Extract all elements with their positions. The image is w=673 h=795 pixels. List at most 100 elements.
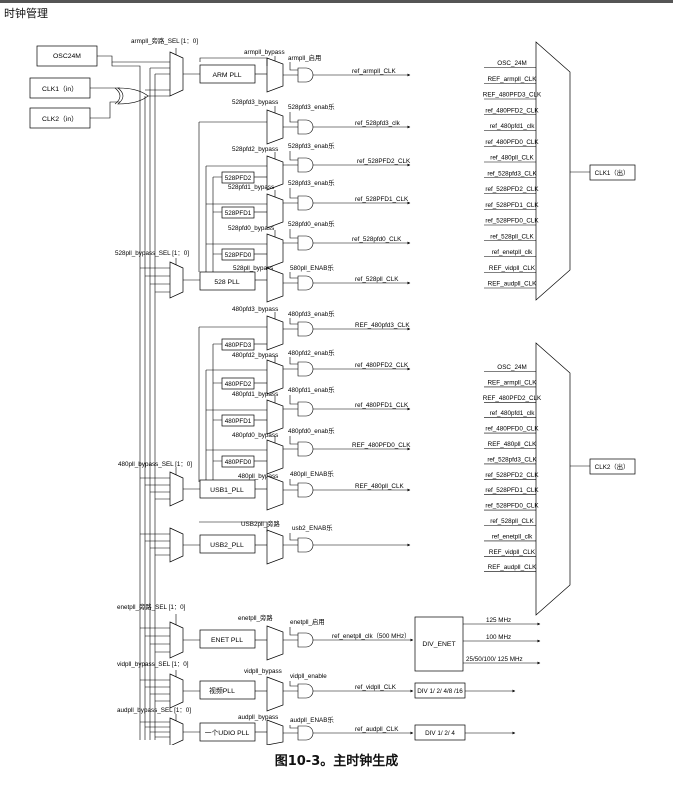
pfd528-row-0: 528pfd0_bypass 528pfd0_enab乐 ref_528pfd0… <box>221 219 411 269</box>
mux2-input-2: REF_480PFD2_CLK <box>483 395 542 402</box>
528pll-clk-label: ref_528pll_CLK <box>355 276 399 283</box>
usb2pll-sel-mux <box>169 527 184 563</box>
div-enet-out-100: 100 MHz <box>486 634 511 641</box>
div-enet-out-125: 125 MHz <box>486 617 511 624</box>
audpll-bypass-mux <box>266 719 284 745</box>
svg-text:480pfd3_enab乐: 480pfd3_enab乐 <box>288 309 335 318</box>
svg-text:480pfd3_bypass: 480pfd3_bypass <box>232 306 278 313</box>
svg-text:ref_528pfd0_CLK: ref_528pfd0_CLK <box>352 236 402 243</box>
mux1-input-12: ref_enetpll_clk <box>492 249 533 256</box>
clk1-out-label: CLK1（出） <box>595 168 630 177</box>
pfd480-row-1: 480pfd1_bypass 480pfd1_enab乐 ref_480PFD1… <box>221 385 411 435</box>
enetpll-bypass-label: enetpll_旁路 <box>238 613 273 622</box>
svg-text:528pfd1_bypass: 528pfd1_bypass <box>228 184 274 191</box>
svg-text:528pfd3_bypass: 528pfd3_bypass <box>232 99 278 106</box>
armpll-sel-mux <box>169 51 184 97</box>
528pll-name: 528 PLL <box>214 279 240 286</box>
enetpll-clk-label: ref_enetpll_clk（500 MHz） <box>332 633 410 640</box>
pfd480-row-0: 480pfd0_bypass 480pfd0_enab乐 REF_480PFD0… <box>221 426 411 475</box>
source-clk2-in: CLK2（in） <box>29 107 91 129</box>
vidpll-box <box>199 680 256 700</box>
clk2-out-label: CLK2（出） <box>595 462 630 471</box>
clk2-out-mux <box>535 342 571 616</box>
mux2-input-11: ref_enetpll_clk <box>492 533 533 540</box>
svg-text:528pfd3_enab乐: 528pfd3_enab乐 <box>288 178 335 187</box>
528pll-sel-label: 528pll_bypass_SEL [1：0] <box>115 250 189 257</box>
audpll-clk-label: ref_audpll_CLK <box>355 726 399 733</box>
enetpll-box <box>199 629 256 649</box>
mux1-input-13: REF_vidpll_CLK <box>489 265 536 272</box>
svg-text:ref_528pfd3_clk: ref_528pfd3_clk <box>355 120 401 127</box>
usb2pll-name: USB2_PLL <box>210 542 244 549</box>
clock-diagram: OSC24M CLK1（in） CLK2（in） armpll_旁路_SEL [… <box>29 36 636 745</box>
mux1-input-4: ref_480pfd1_clk <box>490 123 536 130</box>
480pll-bypass-label: 480pll_bypass <box>238 473 278 480</box>
enetpll-sel-mux <box>169 621 184 659</box>
528pll-bypass-mux <box>266 267 284 303</box>
mux1-input-14: REF_audpll_CLK <box>488 281 537 288</box>
svg-text:ref_528PFD2_CLK: ref_528PFD2_CLK <box>357 158 411 165</box>
svg-text:REF_480PFD0_CLK: REF_480PFD0_CLK <box>352 442 411 449</box>
usb2pll-enab-label: usb2_ENAB乐 <box>292 523 333 532</box>
svg-text:528PFD0: 528PFD0 <box>225 252 252 259</box>
mux1-input-10: ref_528PFD0_CLK <box>485 218 539 225</box>
svg-text:ref_480PFD2_CLK: ref_480PFD2_CLK <box>355 362 409 369</box>
div-enet-out-multi: 25/50/100/ 125 MHz <box>466 656 523 663</box>
source-clk1-label: CLK1（in） <box>42 85 78 93</box>
svg-text:480pfd2_bypass: 480pfd2_bypass <box>232 352 278 359</box>
div-aud-label: DIV 1/ 2/ 4 <box>425 730 455 737</box>
pfd528-row-1: 528pfd1_bypass 528pfd3_enab乐 ref_528PFD1… <box>221 178 411 229</box>
pfd480-row-2: 480pfd2_bypass 480pfd2_enab乐 ref_480PFD2… <box>221 348 411 395</box>
top-rule <box>0 0 673 3</box>
usb2pll-bypass-label: USB2pll_旁路 <box>241 519 281 528</box>
svg-text:528pfd3_enab乐: 528pfd3_enab乐 <box>288 102 335 111</box>
528pll-sel-mux <box>169 261 184 299</box>
vidpll-name: 视频PLL <box>209 686 235 695</box>
mux2-input-9: ref_528PFD0_CLK <box>485 503 539 510</box>
svg-text:528pfd0_enab乐: 528pfd0_enab乐 <box>288 219 335 228</box>
armpll-bypass-label: armpll_bypass <box>244 49 285 56</box>
xor-gate <box>117 87 149 105</box>
mux2-input-6: ref_528pfd3_CLK <box>487 456 537 463</box>
mux2-input-10: ref_528pll_CLK <box>490 518 534 525</box>
usb2pll-box <box>199 534 256 554</box>
svg-text:480pfd0_bypass: 480pfd0_bypass <box>232 432 278 439</box>
svg-text:528pfd2_bypass: 528pfd2_bypass <box>232 146 278 153</box>
svg-text:ref_528PFD1_CLK: ref_528PFD1_CLK <box>355 196 409 203</box>
source-clk1-in: CLK1（in） <box>29 77 91 99</box>
audpll-sel-mux <box>169 717 184 745</box>
clk2-mux-inputs: OSC_24M REF_armpll_CLK REF_480PFD2_CLK ref_… <box>483 364 542 573</box>
section-header: 时钟管理 <box>4 7 48 20</box>
svg-text:480pfd1_bypass: 480pfd1_bypass <box>232 391 278 398</box>
mux1-input-1: REF_armpll_CLK <box>488 76 538 83</box>
enetpll-bypass-mux <box>266 625 284 661</box>
svg-text:480PFD2: 480PFD2 <box>225 381 252 388</box>
mux2-input-12: REF_vidpll_CLK <box>489 549 536 556</box>
528pll-bypass-label: 528pll_bypass <box>233 265 273 272</box>
armpll-sel-label: armpll_旁路_SEL [1：0] <box>131 36 198 45</box>
mux2-input-8: ref_528PFD1_CLK <box>485 487 539 494</box>
source-osc24m-label: OSC24M <box>53 53 81 60</box>
vidpll-sel-label: vidpll_bypass_SEL [1：0] <box>117 661 189 668</box>
mux1-input-3: ref_480PFD2_CLK <box>485 107 539 114</box>
clk1-mux-inputs: OSC_24MREF_armpll_CLKREF_480PFD3_CLKref_… <box>483 60 542 289</box>
svg-text:528PFD2: 528PFD2 <box>225 175 252 182</box>
mux2-input-0: OSC_24M <box>497 364 526 371</box>
vidpll-sel-mux <box>169 673 184 709</box>
usb1pll-name: USB1_PLL <box>210 487 244 494</box>
div-enet-box <box>414 616 464 672</box>
mux2-input-1: REF_armpll_CLK <box>488 379 538 386</box>
480pll-bypass-mux <box>266 475 284 511</box>
clk1-out-box <box>589 164 636 181</box>
svg-text:480pfd0_enab乐: 480pfd0_enab乐 <box>288 426 335 435</box>
svg-text:480pfd2_enab乐: 480pfd2_enab乐 <box>288 348 335 357</box>
armpll-clk-label: ref_armpll_CLK <box>352 68 397 75</box>
usb2pll-bypass-mux <box>266 529 284 565</box>
svg-text:528pfd0_bypass: 528pfd0_bypass <box>228 225 274 232</box>
vidpll-bypass-mux <box>266 676 284 712</box>
pfd480-row-3: 480pfd3_bypass 480pfd3_enab乐 REF_480pfd3… <box>221 306 410 351</box>
div-vid-label: DIV 1/ 2/ 4/8 /16 <box>417 688 463 695</box>
armpll-enab-label: armpll_启用 <box>288 53 321 62</box>
svg-text:528PFD1: 528PFD1 <box>225 210 252 217</box>
div-enet-label: DIV_ENET <box>422 641 455 648</box>
